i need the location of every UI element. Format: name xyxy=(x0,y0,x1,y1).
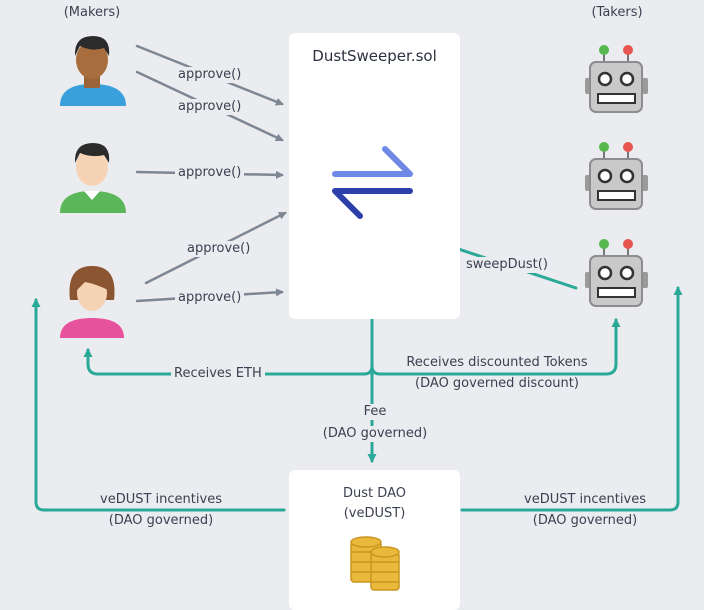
incentives-left-label: veDUST incentives xyxy=(80,492,242,508)
sweepdust-label: sweepDust() xyxy=(463,257,551,273)
receives-tokens-flow xyxy=(370,318,621,376)
approve-label-3: approve() xyxy=(175,165,245,181)
takers-label: (Takers) xyxy=(591,5,643,20)
approve-label-1: approve() xyxy=(175,67,245,83)
fee-note: (DAO governed) xyxy=(308,426,442,442)
dao-title: Dust DAO xyxy=(343,486,406,501)
person-woman-icon xyxy=(60,266,124,338)
approve-label-2: approve() xyxy=(175,99,245,115)
incentives-right-label: veDUST incentives xyxy=(504,492,666,508)
person-man-dark-icon xyxy=(60,36,126,106)
person-man-light-icon xyxy=(60,143,126,213)
dao-subtitle: (veDUST) xyxy=(343,506,406,521)
coin-stack-icon xyxy=(350,536,400,591)
robot-icon xyxy=(585,239,648,307)
robot-icon xyxy=(585,142,648,210)
swap-arrows-icon xyxy=(332,146,413,219)
robot-icon xyxy=(585,45,648,113)
fee-label: Fee xyxy=(352,404,398,420)
incentives-right-flow xyxy=(460,286,683,512)
incentives-left-flow xyxy=(31,298,286,512)
receives-tokens-note: (DAO governed discount) xyxy=(392,376,602,392)
incentives-right-note: (DAO governed) xyxy=(504,513,666,529)
receives-eth-label: Receives ETH xyxy=(171,366,265,382)
receives-tokens-label: Receives discounted Tokens xyxy=(392,355,602,371)
contract-title: DustSweeper.sol xyxy=(312,47,437,65)
dustsweeper-diagram: (Makers) (Takers) DustSweeper.sol Dust D… xyxy=(31,5,683,610)
approve-label-4: approve() xyxy=(184,241,254,257)
incentives-left-note: (DAO governed) xyxy=(80,513,242,529)
makers-label: (Makers) xyxy=(63,5,121,20)
approve-label-5: approve() xyxy=(175,290,245,306)
